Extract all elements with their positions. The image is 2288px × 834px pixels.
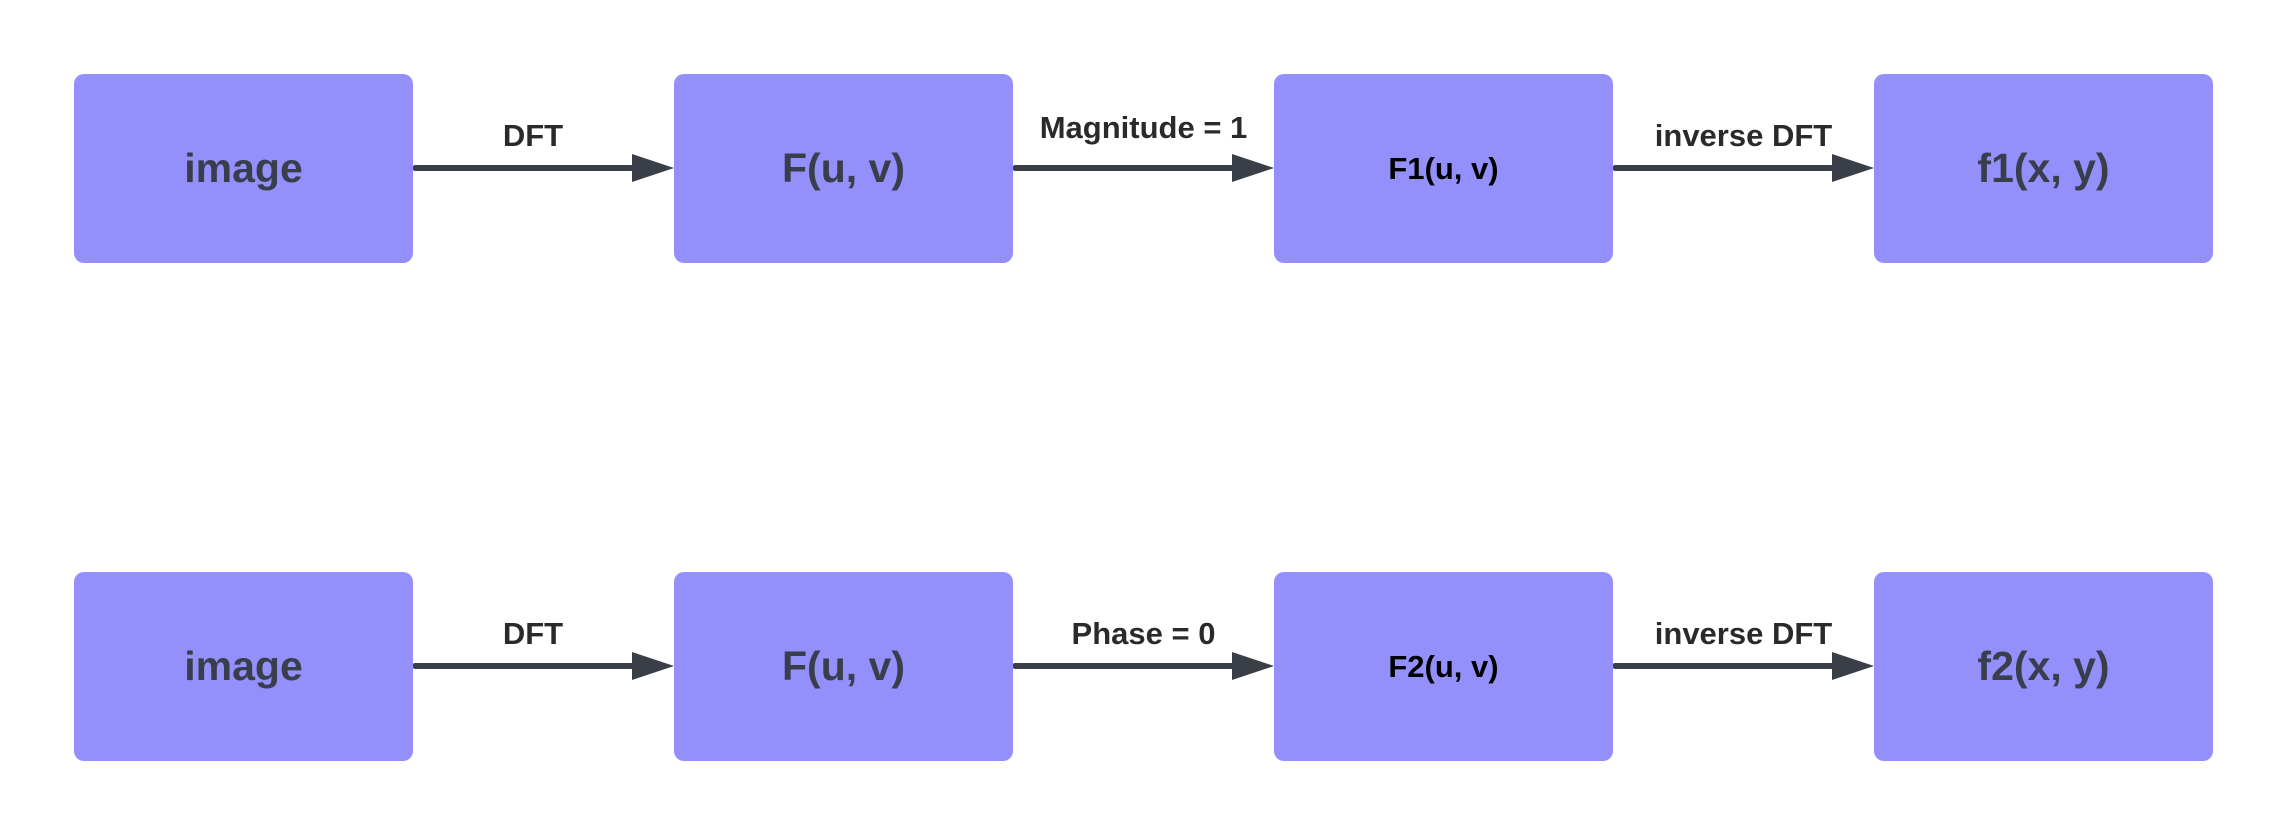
edge-label-inverse-dft-1: inverse DFT [1654,118,1833,153]
arrow-fuv-to-f1uv [1013,154,1274,184]
node-fuv-1: F(u, v) [674,74,1013,263]
edge-label-magnitude: Magnitude = 1 [1039,110,1248,145]
arrow-shaft [1013,165,1235,171]
node-label: F1(u, v) [1388,150,1499,186]
edge-label-phase: Phase = 0 [1071,616,1216,651]
node-label: f1(x, y) [1977,145,2110,191]
arrow-fuv-to-f2uv [1013,652,1274,682]
arrow-shaft [1013,663,1235,669]
node-fuv-2: F(u, v) [674,572,1013,761]
edge-label-dft-1: DFT [502,118,564,153]
node-label: F2(u, v) [1388,648,1499,684]
arrow-head [1232,154,1274,182]
node-f2xy: f2(x, y) [1874,572,2213,761]
arrow-head [1832,652,1874,680]
node-label: image [184,145,303,191]
edge-label-inverse-dft-2: inverse DFT [1654,616,1833,651]
arrow-head [1832,154,1874,182]
node-f1uv: F1(u, v) [1274,74,1613,263]
arrow-shaft [1613,165,1835,171]
edge-label-dft-2: DFT [502,616,564,651]
node-label: image [184,643,303,689]
arrow-f2uv-to-f2xy [1613,652,1874,682]
node-image-2: image [74,572,413,761]
arrow-shaft [413,165,635,171]
arrow-shaft [1613,663,1835,669]
node-f2uv: F2(u, v) [1274,572,1613,761]
arrow-image-to-fuv-2 [413,652,674,682]
arrow-shaft [413,663,635,669]
node-f1xy: f1(x, y) [1874,74,2213,263]
arrow-head [632,154,674,182]
node-label: F(u, v) [782,145,905,191]
node-label: F(u, v) [782,643,905,689]
node-label: f2(x, y) [1977,643,2110,689]
node-image-1: image [74,74,413,263]
arrow-head [632,652,674,680]
arrow-image-to-fuv-1 [413,154,674,184]
arrow-f1uv-to-f1xy [1613,154,1874,184]
arrow-head [1232,652,1274,680]
